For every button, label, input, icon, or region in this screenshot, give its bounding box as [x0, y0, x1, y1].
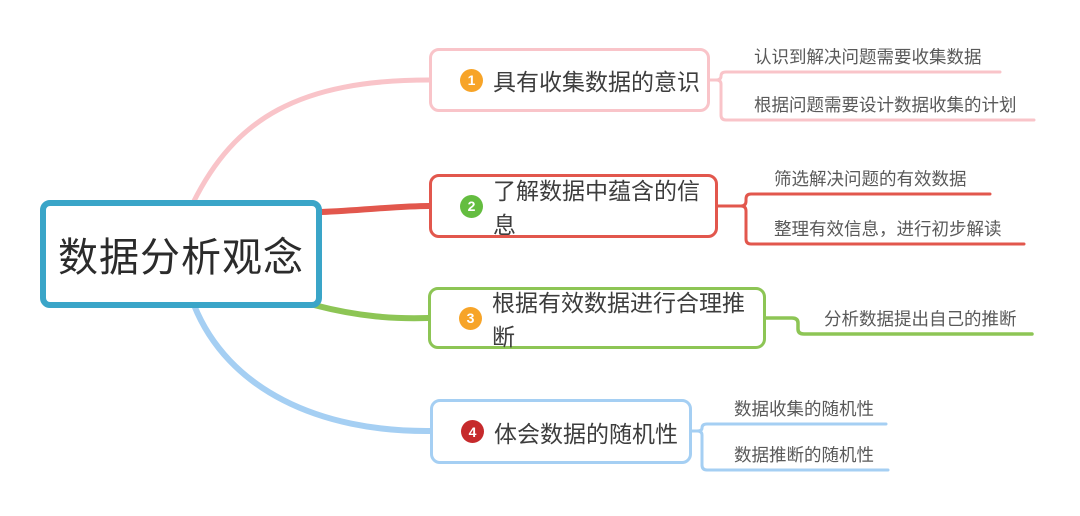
central-topic-label: 数据分析观念: [58, 236, 304, 280]
branch1-number-badge: 1: [460, 68, 483, 92]
branch-node-3[interactable]: 3 根据有效数据进行合理推断: [428, 287, 766, 350]
branch2-number-badge: 2: [460, 194, 483, 218]
branch4-child-topic-2[interactable]: 数据推断的随机性: [734, 445, 874, 465]
branch-node-2[interactable]: 2 了解数据中蕴含的信息: [429, 174, 718, 238]
branch2-label: 了解数据中蕴含的信息: [493, 178, 700, 238]
branch2-child1-underline: [739, 192, 992, 208]
curve-central-to-branch3: [311, 302, 431, 322]
branch3-label: 根据有效数据进行合理推断: [492, 290, 745, 350]
branch1-child2-underline: [714, 78, 1036, 122]
branch2-child-topic-2[interactable]: 整理有效信息，进行初步解读: [774, 219, 1002, 239]
branch-node-1[interactable]: 1 具有收集数据的意识: [429, 48, 710, 112]
branch3-child-topic-1[interactable]: 分析数据提出自己的推断: [824, 309, 1017, 329]
branch4-child2-underline: [695, 429, 890, 472]
branch3-number-badge: 3: [459, 306, 482, 330]
branch1-label: 具有收集数据的意识: [493, 69, 700, 95]
branch1-child-topic-1[interactable]: 认识到解决问题需要收集数据: [754, 47, 982, 67]
branch4-child1-underline: [695, 422, 888, 433]
branch4-label: 体会数据的随机性: [494, 420, 678, 447]
branch-node-4[interactable]: 4 体会数据的随机性: [430, 399, 692, 464]
branch2-child2-underline: [739, 204, 1026, 246]
central-topic[interactable]: 数据分析观念: [40, 200, 322, 308]
branch1-child1-underline: [714, 70, 1002, 82]
branch4-child-topic-1[interactable]: 数据收集的随机性: [734, 399, 874, 419]
branch3-child1-underline: [764, 316, 1034, 336]
curve-central-to-branch1: [190, 77, 432, 206]
curve-central-to-branch2: [318, 203, 432, 215]
curve-central-to-branch4: [191, 302, 433, 435]
branch2-child-topic-1[interactable]: 筛选解决问题的有效数据: [774, 169, 967, 189]
branch4-number-badge: 4: [461, 420, 484, 443]
branch1-child-topic-2[interactable]: 根据问题需要设计数据收集的计划: [754, 95, 1017, 115]
